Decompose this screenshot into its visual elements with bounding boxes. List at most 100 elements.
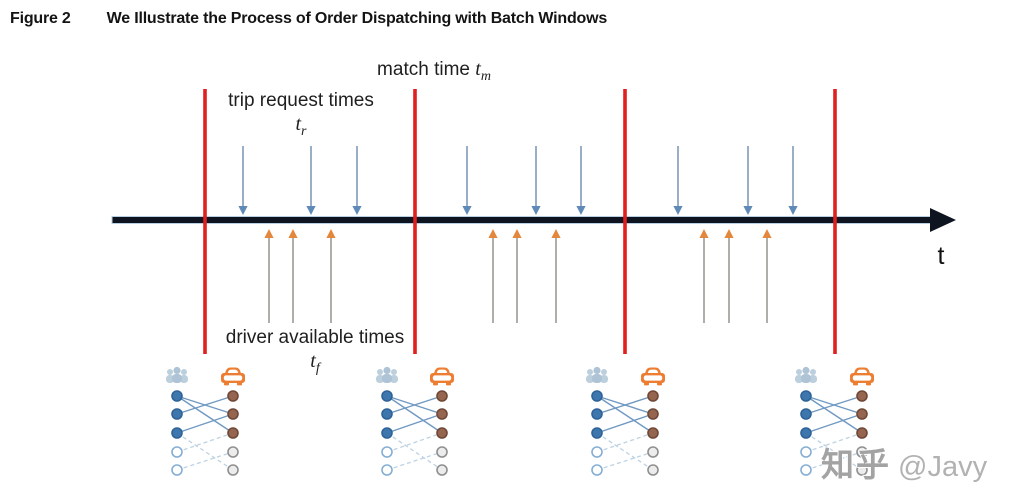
- car-icon: [641, 367, 665, 386]
- rider-node: [591, 464, 603, 476]
- driver-node: [227, 446, 239, 458]
- time-axis-label: t: [937, 242, 945, 270]
- trip-request-symbol: tr: [295, 113, 307, 139]
- matching-graph: [376, 366, 454, 476]
- driver-node: [856, 408, 868, 420]
- trip-request-arrow: [576, 146, 586, 215]
- driver-node: [436, 464, 448, 476]
- driver-node: [856, 390, 868, 402]
- driver-node: [856, 446, 868, 458]
- watermark: 知乎@Javy: [821, 438, 987, 486]
- graph-edge-dashed: [805, 451, 863, 471]
- driver-node: [647, 446, 659, 458]
- rider-node: [171, 408, 183, 420]
- driver-available-arrow: [264, 229, 274, 323]
- trip-request-times-label: trip request times tr: [228, 90, 374, 140]
- match-time-symbol: tm: [475, 58, 491, 84]
- rider-node: [381, 464, 393, 476]
- rider-node: [800, 427, 812, 439]
- driver-available-arrow: [488, 229, 498, 323]
- people-group-icon: [376, 366, 398, 383]
- graph-edge-solid: [386, 395, 443, 415]
- timeline-arrowhead: [930, 208, 956, 232]
- rider-node: [800, 390, 812, 402]
- rider-node: [591, 390, 603, 402]
- matching-graph: [586, 366, 665, 476]
- rider-node: [800, 464, 812, 476]
- driver-available-arrow: [512, 229, 522, 323]
- trip-request-arrow: [788, 146, 798, 215]
- match-time-text: match time: [377, 59, 470, 80]
- rider-node: [381, 446, 393, 458]
- graph-edge-solid: [386, 395, 443, 434]
- driver-node: [856, 464, 868, 476]
- driver-node: [227, 390, 239, 402]
- rider-node: [591, 408, 603, 420]
- rider-node: [591, 446, 603, 458]
- driver-available-arrow: [288, 229, 298, 323]
- match-time-label: match time tm: [377, 58, 491, 85]
- driver-node: [436, 427, 448, 439]
- driver-available-times-label: driver available times tf: [226, 327, 404, 377]
- matching-graph: [795, 366, 874, 476]
- matching-graph: [166, 366, 245, 476]
- people-group-icon: [166, 366, 188, 383]
- graph-edge-solid: [596, 413, 654, 434]
- graph-edge-solid: [176, 395, 234, 434]
- driver-node: [647, 427, 659, 439]
- car-icon: [221, 367, 245, 386]
- people-group-icon: [586, 366, 608, 383]
- figure-title: We Illustrate the Process of Order Dispa…: [106, 10, 608, 27]
- rider-node: [381, 408, 393, 420]
- driver-node: [436, 390, 448, 402]
- graph-edge-dashed: [176, 432, 234, 471]
- driver-node: [436, 408, 448, 420]
- trip-request-arrow: [238, 146, 248, 215]
- graph-edge-dashed: [176, 451, 234, 471]
- car-icon: [430, 367, 454, 386]
- driver-available-arrow: [699, 229, 709, 323]
- graph-edge-solid: [805, 395, 863, 434]
- trip-request-arrow: [462, 146, 472, 215]
- trip-request-text: trip request times: [228, 90, 374, 111]
- rider-node: [171, 390, 183, 402]
- driver-available-arrow: [762, 229, 772, 323]
- graph-edge-dashed: [596, 451, 654, 471]
- figure-caption: Figure 2 We Illustrate the Process of Ord…: [10, 10, 607, 28]
- graph-edge-dashed: [386, 432, 443, 471]
- driver-node: [227, 408, 239, 420]
- trip-request-arrow: [306, 146, 316, 215]
- trip-request-arrow: [673, 146, 683, 215]
- graph-edge-dashed: [805, 432, 863, 453]
- rider-node: [171, 427, 183, 439]
- graph-edge-dashed: [596, 432, 654, 471]
- driver-node: [856, 427, 868, 439]
- driver-available-arrow: [326, 229, 336, 323]
- rider-node: [800, 446, 812, 458]
- driver-node: [647, 464, 659, 476]
- driver-available-arrow: [724, 229, 734, 323]
- graph-edge-dashed: [176, 432, 234, 453]
- graph-edge-dashed: [596, 432, 654, 453]
- driver-node: [647, 408, 659, 420]
- trip-request-arrow: [352, 146, 362, 215]
- timeline-bar: [111, 216, 937, 224]
- graph-edge-solid: [596, 395, 654, 434]
- graph-edge-solid: [176, 413, 234, 434]
- driver-available-symbol: tf: [310, 350, 320, 376]
- rider-node: [381, 390, 393, 402]
- graph-edge-solid: [596, 395, 654, 415]
- graph-edge-solid: [386, 413, 443, 434]
- driver-available-text: driver available times: [225, 327, 405, 348]
- rider-node: [171, 446, 183, 458]
- watermark-handle: @Javy: [898, 451, 988, 483]
- rider-node: [800, 408, 812, 420]
- rider-node: [171, 464, 183, 476]
- graph-edge-dashed: [386, 451, 443, 471]
- figure-number: Figure 2: [10, 10, 71, 27]
- driver-node: [436, 446, 448, 458]
- car-icon: [850, 367, 874, 386]
- driver-available-arrow: [551, 229, 561, 323]
